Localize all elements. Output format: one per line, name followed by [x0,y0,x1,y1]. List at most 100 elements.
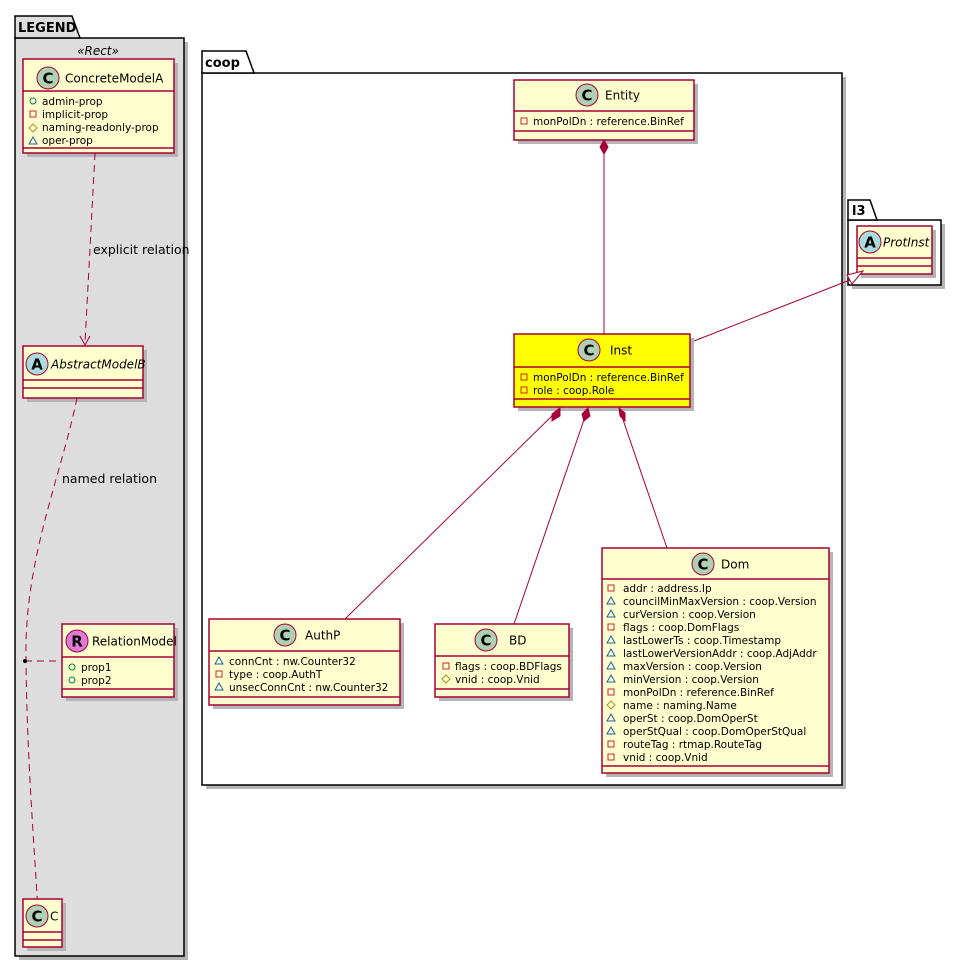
private-visibility-icon [607,688,615,696]
attribute: flags : coop.DomFlags [623,622,739,634]
class-badge-letter: C [31,908,42,926]
attribute: vnid : coop.Vnid [455,674,540,686]
inheritance-triangle-icon [846,270,865,285]
attribute: operSt : coop.DomOperSt [623,713,758,725]
package-visibility-icon [606,673,616,683]
attribute: maxVersion : coop.Version [623,661,762,673]
attribute: unsecConnCnt : nw.Counter32 [229,682,388,694]
package-visibility-icon [214,681,224,691]
package-visibility-icon [606,660,616,670]
class-badge-icon [36,66,60,90]
attribute: monPolDn : reference.BinRef [533,372,684,384]
package-legend: LEGEND «Rect» [14,15,188,960]
arrow-head-icon [79,335,91,347]
class-name: AuthP [305,629,340,643]
relation-inst-authp[interactable] [344,407,561,620]
attribute: prop1 [81,662,112,674]
class-badge-icon [577,338,601,362]
relation-explicit[interactable]: explicit relation [79,152,190,347]
abstract-badge-icon [858,230,882,254]
private-visibility-icon [520,117,528,125]
package-l3-label: l3 [852,204,866,219]
class-inst[interactable]: C Inst monPolDn : reference.BinRef role … [513,333,694,411]
protected-visibility-icon [28,123,38,133]
class-badge-icon [474,628,498,652]
private-visibility-icon [607,623,615,631]
private-visibility-icon [520,373,528,381]
class-badge-letter: C [583,342,594,360]
attribute: curVersion : coop.Version [623,609,756,621]
private-visibility-icon [607,584,615,592]
attribute: monPolDn : reference.BinRef [623,687,774,699]
public-visibility-icon [68,676,76,684]
package-coop-label: coop [205,56,240,71]
class-abstract-model-b[interactable]: A AbstractModelB [22,345,147,402]
package-visibility-icon [606,712,616,722]
package-visibility-icon [606,634,616,644]
relation-named[interactable]: named relation [23,397,157,915]
class-bd[interactable]: C BD flags : coop.BDFlags vnid : coop.Vn… [434,623,573,701]
protected-visibility-icon [441,674,451,684]
attribute: monPolDn : reference.BinRef [533,116,684,128]
composition-diamond-icon [581,407,591,422]
class-badge-letter: A [31,356,43,374]
relation-label: explicit relation [93,242,190,257]
attribute: name : naming.Name [623,700,737,712]
attribute: routeTag : rtmap.RouteTag [623,739,762,751]
public-visibility-icon [68,663,76,671]
class-name: RelationModel [92,635,177,649]
attribute: minVersion : coop.Version [623,674,759,686]
class-name: C [50,910,58,924]
relation-entity-inst[interactable] [599,138,609,334]
relation-protinst-inst[interactable] [693,270,865,342]
attribute: admin-prop [42,96,103,108]
class-badge-icon [25,904,49,928]
attribute: addr : address.Ip [623,583,712,595]
class-badge-letter: A [864,234,876,252]
attributes: admin-prop implicit-prop naming-readonly… [28,96,159,147]
public-visibility-icon [29,97,37,105]
class-concrete-model-a[interactable]: C ConcreteModelA admin-prop implicit-pro… [22,58,178,157]
package-visibility-icon [606,725,616,735]
class-authp[interactable]: C AuthP connCnt : nw.Counter32 type : co… [208,618,404,709]
class-name: ConcreteModelA [65,72,164,86]
package-visibility-icon [214,655,224,665]
class-name: AbstractModelB [50,358,146,372]
relation-badge-icon [65,629,89,653]
attribute: naming-readonly-prop [42,122,159,134]
private-visibility-icon [607,740,615,748]
class-badge-icon [575,83,599,107]
private-visibility-icon [520,386,528,394]
private-visibility-icon [29,110,37,118]
attribute: connCnt : nw.Counter32 [229,656,356,668]
relation-inst-dom[interactable] [618,406,668,549]
package-visibility-icon [606,647,616,657]
class-name: ProtInst [883,236,931,250]
private-visibility-icon [442,662,450,670]
abstract-badge-icon [25,352,49,376]
attribute: councilMinMaxVersion : coop.Version [623,596,817,608]
class-badge-icon [273,623,297,647]
class-badge-icon [691,552,715,576]
package-visibility-icon [606,608,616,618]
class-badge-letter: C [279,627,290,645]
class-badge-letter: R [71,633,83,651]
class-relation-model[interactable]: R RelationModel prop1 prop2 [61,623,178,701]
class-badge-letter: C [42,70,53,88]
class-protinst[interactable]: A ProtInst [856,225,936,278]
attribute: flags : coop.BDFlags [455,661,562,673]
class-dom[interactable]: C Dom addr : address.IpcouncilMinMaxVers… [601,547,833,777]
class-c[interactable]: C C [22,898,66,951]
class-entity[interactable]: C Entity monPolDn : reference.BinRef [513,79,698,144]
class-badge-letter: C [581,87,592,105]
private-visibility-icon [607,753,615,761]
attribute: oper-prop [42,135,93,147]
package-legend-label: LEGEND [18,21,77,36]
association-point-icon [23,659,27,663]
legend-stereotype: «Rect» [77,44,119,58]
attribute: lastLowerVersionAddr : coop.AdjAddr [623,648,817,660]
relation-inst-bd[interactable] [513,407,591,625]
attribute: type : coop.AuthT [229,669,323,681]
